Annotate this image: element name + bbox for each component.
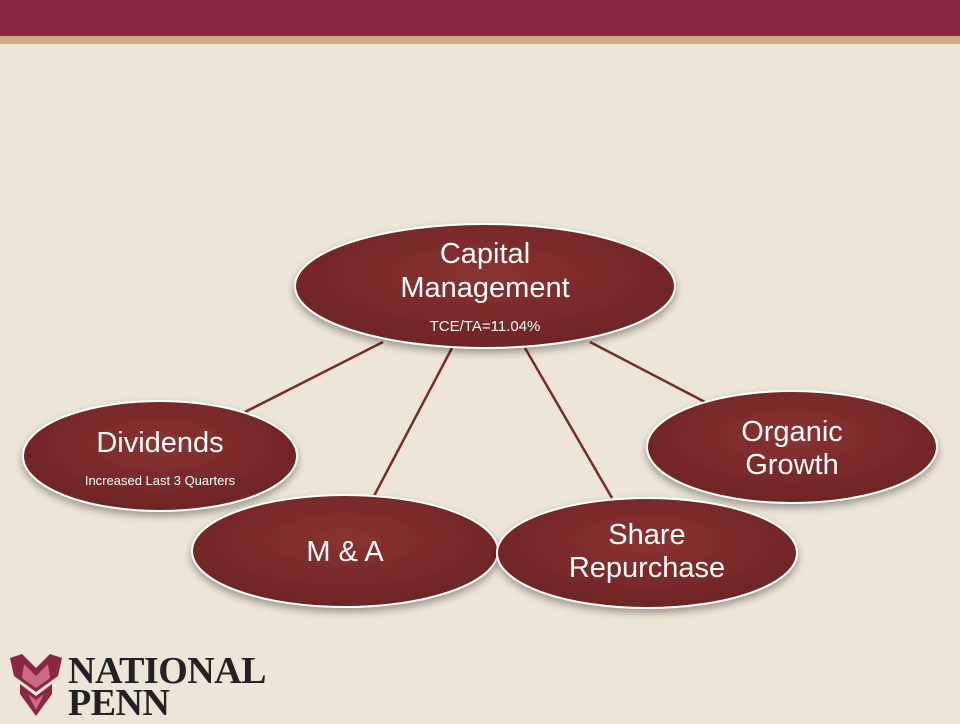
tulip-logo-icon [10, 654, 62, 716]
header-banner [0, 0, 960, 36]
connector-organic-growth [589, 340, 706, 404]
header-stripe [0, 36, 960, 44]
logo-text-penn: PENN [68, 682, 170, 724]
connectors [244, 340, 706, 499]
connector-ma [372, 347, 454, 497]
dividends-title: Dividends [96, 427, 223, 459]
share-repurchase-title-2: Repurchase [569, 552, 725, 584]
node-share-repurchase: Share Repurchase [496, 497, 798, 609]
share-repurchase-title-1: Share [608, 519, 685, 551]
organic-growth-title-2: Growth [745, 449, 838, 481]
node-dividends: Dividends Increased Last 3 Quarters [22, 400, 298, 512]
connector-dividends [244, 340, 384, 414]
organic-growth-title-1: Organic [741, 416, 843, 448]
logo-text-national: NATIONAL [68, 650, 267, 692]
national-penn-logo: NATIONAL PENN [10, 650, 270, 722]
connector-share-repurchase [523, 347, 614, 499]
capital-management-subtitle: TCE/TA=11.04% [430, 318, 541, 335]
dividends-subtitle: Increased Last 3 Quarters [85, 473, 236, 488]
node-capital-management: Capital Management TCE/TA=11.04% [294, 223, 676, 349]
capital-management-title-1: Capital [440, 238, 530, 270]
ma-title: M & A [306, 536, 384, 568]
node-ma: M & A [191, 494, 499, 608]
capital-management-title-2: Management [400, 272, 569, 304]
node-organic-growth: Organic Growth [646, 390, 938, 504]
